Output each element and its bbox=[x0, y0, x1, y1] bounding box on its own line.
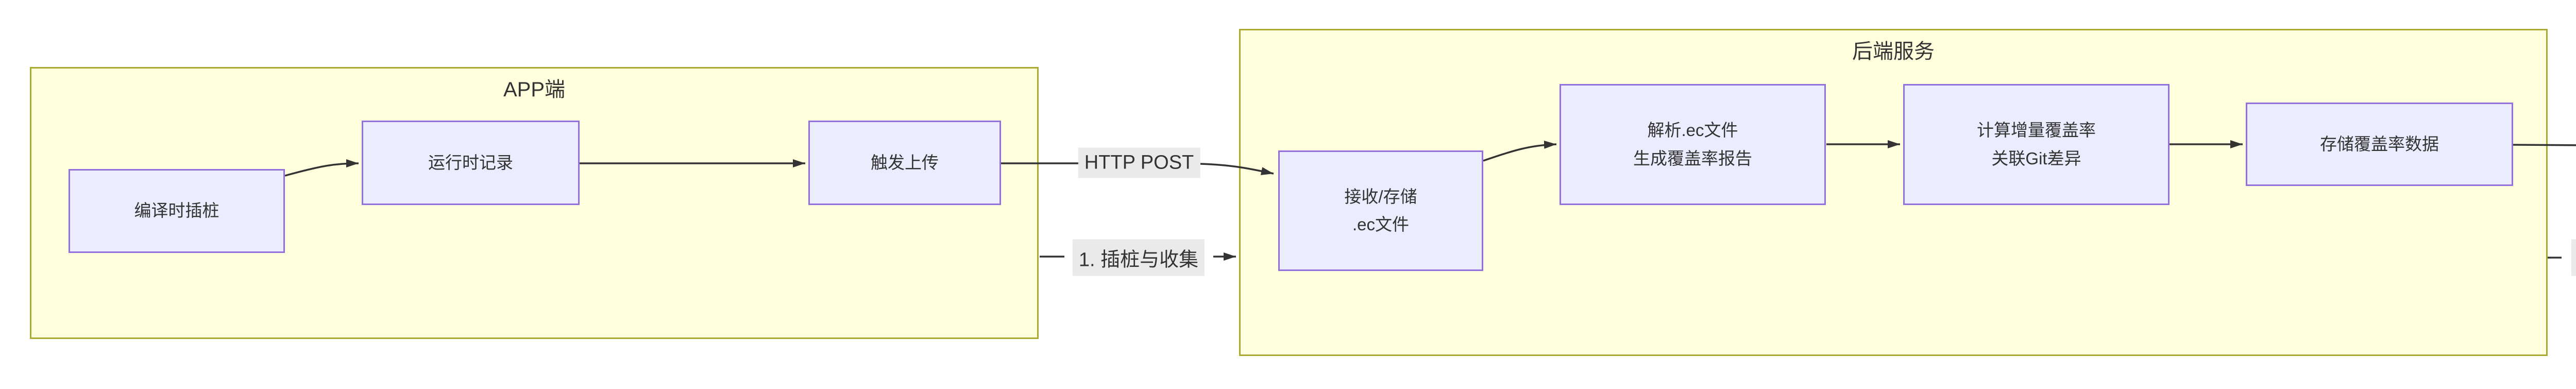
node-trigger-upload: 触发上传 bbox=[808, 121, 1001, 205]
edge-label-http-post: HTTP POST bbox=[1078, 147, 1200, 178]
node-runtime-recording: 运行时记录 bbox=[362, 121, 580, 205]
node-store-coverage-data: 存储覆盖率数据 bbox=[2246, 103, 2513, 186]
group-app-title: APP端 bbox=[503, 78, 566, 101]
edge-label-step1-instrument-collect: 1. 插桩与收集 bbox=[1072, 239, 1205, 276]
group-backend-title: 后端服务 bbox=[1852, 40, 1935, 63]
edge-label-step2-parse-store: 2. 解析与存储 bbox=[2571, 239, 2576, 276]
node-parse-ec-generate-report: 解析.ec文件 生成覆盖率报告 bbox=[1560, 84, 1826, 205]
node-receive-store-ec: 接收/存储 .ec文件 bbox=[1278, 150, 1483, 271]
node-compile-instrumentation: 编译时插桩 bbox=[69, 169, 285, 253]
node-compute-incremental-coverage: 计算增量覆盖率 关联Git差异 bbox=[1903, 84, 2170, 205]
